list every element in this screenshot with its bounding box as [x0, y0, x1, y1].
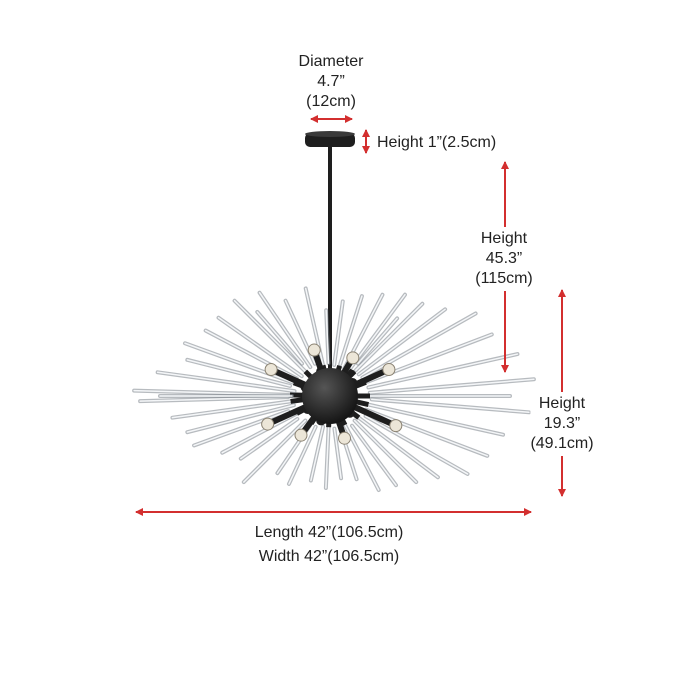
drop-height-title: Height — [480, 230, 528, 247]
light-bulb — [264, 362, 278, 376]
drop-height-inches: 45.3” — [485, 250, 523, 267]
fixture-height-inches: 19.3” — [543, 415, 581, 432]
ceiling-canopy — [305, 131, 355, 147]
light-bulb — [337, 431, 351, 445]
center-hub — [302, 368, 358, 424]
bulb-socket — [349, 402, 392, 427]
glass-rod-highlight — [193, 410, 290, 447]
glass-rod-highlight — [358, 308, 446, 376]
glass-rod-highlight — [184, 342, 295, 384]
glass-rod-highlight — [325, 309, 330, 365]
glass-rod-highlight — [355, 303, 424, 371]
glass-rod-highlight — [369, 378, 535, 394]
diameter-label: Diameter 4.7” (12cm) — [299, 52, 364, 112]
glass-rod-highlight — [358, 416, 439, 479]
glass-rod-highlight — [344, 424, 380, 491]
light-bulb — [294, 428, 308, 442]
glass-rod-highlight — [364, 415, 469, 475]
glass-rod-highlight — [204, 329, 298, 380]
glass-rod-highlight — [351, 424, 397, 486]
diameter-title: Diameter — [298, 53, 364, 70]
light-bulb — [346, 351, 360, 365]
fixture-height-cm: (49.1cm) — [530, 435, 594, 452]
diameter-cm: (12cm) — [306, 93, 356, 110]
glass-rod-highlight — [186, 359, 291, 387]
glass-rod-highlight — [367, 353, 519, 389]
glass-rod-highlight — [256, 311, 303, 365]
glass-rod-highlight — [240, 418, 299, 460]
glass-rod-highlight — [186, 404, 295, 433]
glass-rod-highlight — [217, 316, 303, 377]
light-bulb — [389, 419, 403, 433]
light-bulb — [382, 362, 396, 376]
fixture-height-title: Height — [538, 395, 586, 412]
glass-rods — [132, 286, 536, 493]
width-label: Width 42”(106.5cm) — [258, 548, 400, 565]
glass-rod-highlight — [333, 300, 344, 366]
glass-rod-highlight — [361, 312, 477, 379]
glass-rod-highlight — [371, 398, 530, 414]
glass-rod-highlight — [357, 317, 398, 365]
drop-height-cm: (115cm) — [475, 270, 533, 287]
glass-rod-highlight — [325, 426, 330, 489]
length-label: Length 42”(106.5cm) — [254, 524, 404, 541]
glass-rod-highlight — [171, 400, 292, 419]
drop-height-label: Height 45.3” (115cm) — [475, 227, 533, 291]
glass-rod-highlight — [339, 295, 363, 365]
light-bulb — [307, 343, 321, 357]
glass-rod-highlight — [367, 403, 504, 436]
glass-rod-highlight — [288, 426, 317, 485]
glass-rod-highlight — [233, 299, 307, 373]
diameter-inches: 4.7” — [317, 73, 345, 90]
glass-rod-highlight — [365, 408, 489, 457]
glass-rod-highlight — [258, 291, 312, 368]
light-bulb — [261, 417, 275, 431]
glass-rod-highlight — [353, 419, 417, 483]
canopy-height-label: Height 1”(2.5cm) — [377, 134, 497, 151]
glass-rod-highlight — [243, 419, 307, 483]
glass-rod-highlight — [156, 371, 296, 392]
glass-rod-highlight — [310, 425, 324, 482]
glass-rod-highlight — [221, 412, 298, 454]
glass-rod-highlight — [333, 427, 342, 479]
fixture-height-label: Height 19.3” (49.1cm) — [530, 392, 594, 456]
